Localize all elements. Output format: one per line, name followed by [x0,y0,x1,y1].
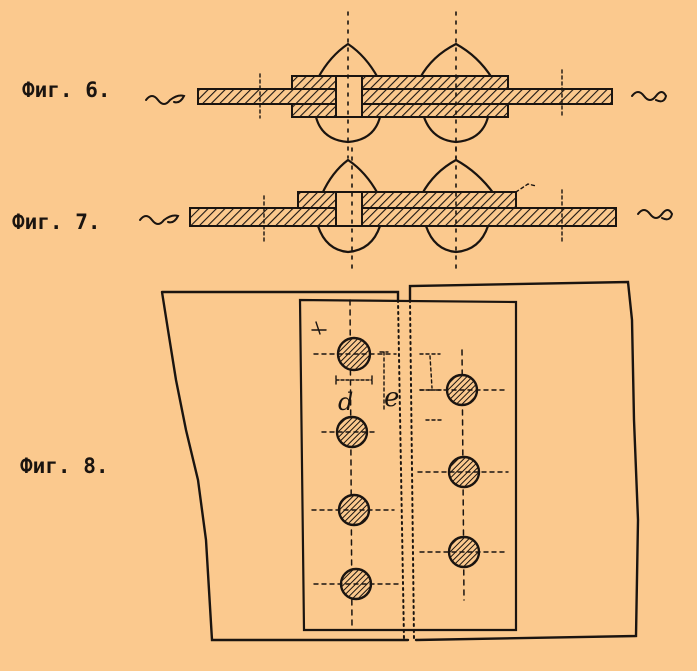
fig7-rivet-shank-1 [335,191,363,227]
fig7-rivet-head-top-2 [420,158,496,196]
fig8-rivet-right-1 [419,373,507,407]
fig6-right-plate [361,88,613,105]
fig8-rivet-left-2 [321,415,379,449]
fig8-rivet-left-3 [311,493,395,527]
fig7-top-strap [297,191,517,209]
figure-7-label: Фиг. 7. [12,210,101,234]
dimension-label-e: e [384,383,399,413]
dimension-label-d: d [338,388,353,416]
fig7-left-plate [189,207,337,227]
fig7-rivet-head-top-1 [320,158,380,196]
fig7-rivet-head-bottom-1 [316,224,382,254]
fig6-rivet-head-bottom-2 [422,115,490,144]
fig8-right-plate-outline [408,280,640,642]
fig7-rivet-head-bottom-2 [424,224,490,254]
fig6-break-left [145,94,186,105]
fig8-left-plate-outline [160,290,410,642]
fig8-rivet-right-2 [417,455,509,489]
fig6-bottom-strap [291,103,509,118]
fig6-left-plate [197,88,337,105]
fig6-rivet-head-top-2 [418,42,494,80]
fig6-rivet-head-top-1 [316,42,380,80]
fig7-break-right [637,209,674,221]
figure-6-section [145,11,668,159]
figure-6-label: Фиг. 6. [22,78,111,102]
fig6-rivet-head-bottom-1 [314,115,382,144]
fig8-rivet-left-4 [313,567,399,601]
figure-7-section [139,147,674,271]
fig6-break-right [631,91,668,103]
fig6-top-strap [291,75,509,90]
fig7-break-left [139,214,180,225]
figure-8-plan [160,280,640,642]
figure-8-label: Фиг. 8. [20,454,109,478]
fig8-strap-plate [298,298,518,632]
fig8-rivet-left-1 [313,336,397,372]
fig7-right-plate [361,207,617,227]
fig6-rivet-shank-1 [335,75,363,118]
fig8-rivet-right-3 [419,535,507,569]
